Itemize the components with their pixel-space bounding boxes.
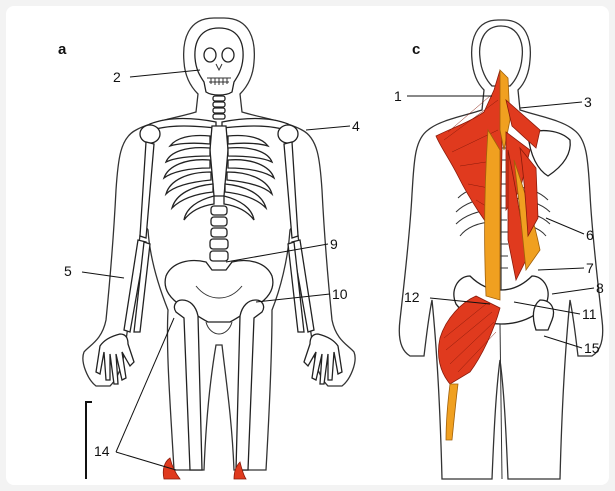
label-4: 4 [352, 118, 360, 134]
femur-head-right [533, 300, 553, 330]
panel-label-c: c [412, 41, 420, 58]
label-12: 12 [404, 289, 420, 305]
eye-socket-left [204, 48, 216, 62]
label-7: 7 [586, 260, 594, 276]
bracket [86, 402, 92, 479]
leader-4 [306, 126, 350, 130]
leader-3 [520, 102, 582, 108]
lumbar-spine [210, 206, 228, 261]
panel-label-a: a [58, 41, 67, 58]
muscle-latissimus-orange [485, 130, 500, 300]
label-8: 8 [596, 280, 604, 296]
label-14: 14 [94, 443, 110, 459]
skeleton-front-figure [83, 18, 355, 479]
cervical-spine [213, 96, 225, 119]
humerus-head-left [140, 125, 160, 143]
label-10: 10 [332, 286, 348, 302]
muscle-back-figure [399, 20, 602, 479]
label-9: 9 [330, 236, 338, 252]
anatomy-diagram-svg: a c 2 4 5 9 10 14 1 3 6 7 8 11 12 15 [6, 6, 609, 485]
label-15: 15 [584, 340, 600, 356]
label-1: 1 [394, 88, 402, 104]
label-2: 2 [113, 69, 121, 85]
label-6: 6 [586, 227, 594, 243]
eye-socket-right [222, 48, 234, 62]
label-5: 5 [64, 263, 72, 279]
label-3: 3 [584, 94, 592, 110]
anatomy-figure: a c 2 4 5 9 10 14 1 3 6 7 8 11 12 15 [6, 6, 609, 485]
label-11: 11 [582, 306, 597, 322]
humerus-head-right [278, 125, 298, 143]
